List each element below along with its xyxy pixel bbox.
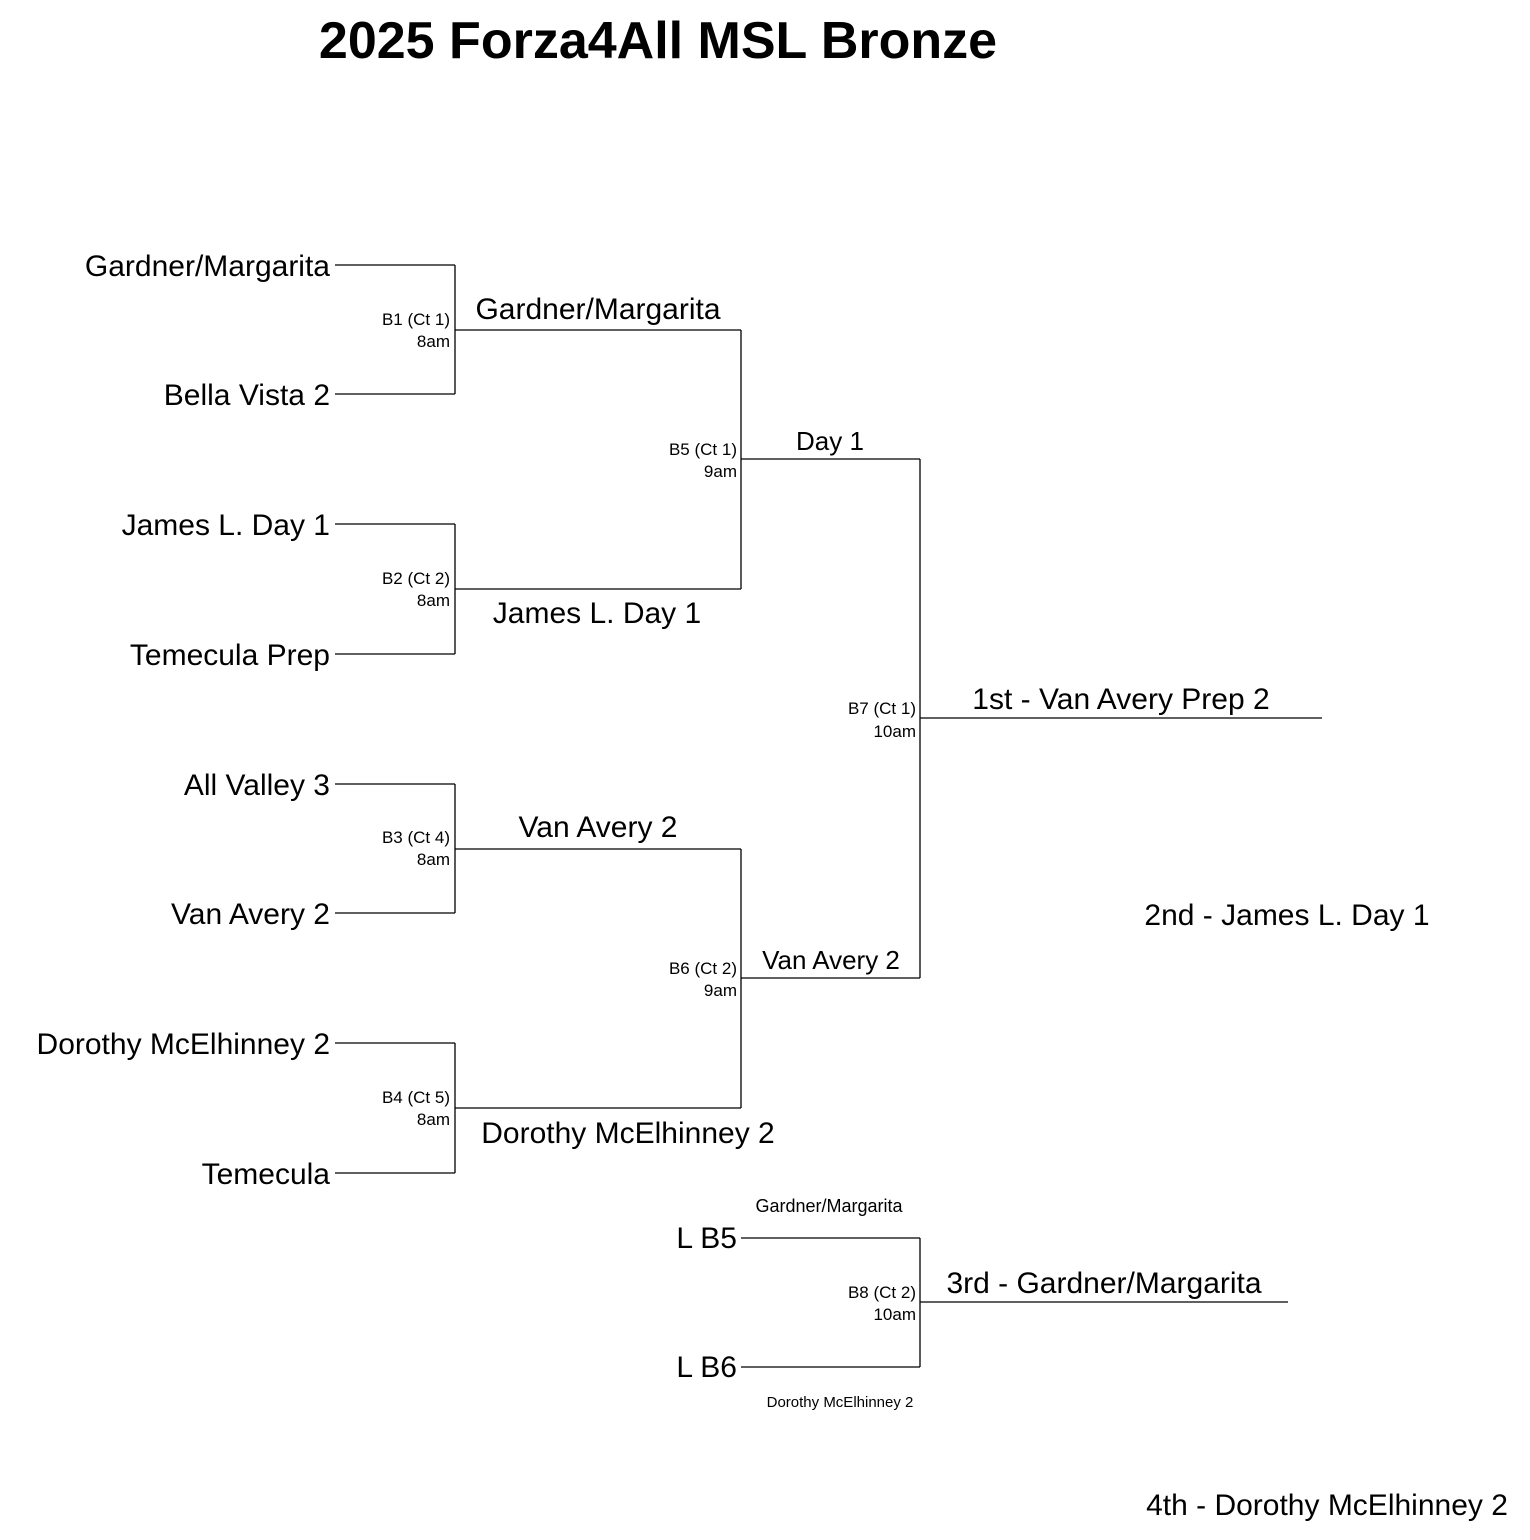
b3-game-time: 8am bbox=[417, 850, 450, 869]
b7-game-label: B7 (Ct 1) bbox=[848, 699, 916, 718]
loser-b5-label: L B5 bbox=[676, 1222, 737, 1255]
b3-team-top: All Valley 3 bbox=[184, 769, 330, 802]
b3-winner-name: Van Avery 2 bbox=[519, 811, 678, 844]
b1-team-top: Gardner/Margarita bbox=[85, 250, 330, 283]
b1-game-label: B1 (Ct 1) bbox=[382, 310, 450, 329]
b2-team-bottom: Temecula Prep bbox=[130, 639, 330, 672]
loser-b6-label: L B6 bbox=[676, 1351, 737, 1384]
b2-game-time: 8am bbox=[417, 591, 450, 610]
b4-team-top: Dorothy McElhinney 2 bbox=[37, 1028, 330, 1061]
b6-game-label: B6 (Ct 2) bbox=[669, 959, 737, 978]
b4-game-time: 8am bbox=[417, 1110, 450, 1129]
b5-game-label: B5 (Ct 1) bbox=[669, 440, 737, 459]
b6-game-time: 9am bbox=[704, 981, 737, 1000]
b1-team-bottom: Bella Vista 2 bbox=[164, 379, 330, 412]
loser-b5-team: Gardner/Margarita bbox=[755, 1196, 903, 1216]
b1-game-time: 8am bbox=[417, 332, 450, 351]
b4-team-bottom: Temecula bbox=[202, 1158, 331, 1191]
b8-game-time: 10am bbox=[873, 1305, 916, 1324]
b2-game-label: B2 (Ct 2) bbox=[382, 569, 450, 588]
b6-winner-name: Van Avery 2 bbox=[762, 945, 900, 975]
b2-team-top: James L. Day 1 bbox=[122, 509, 330, 542]
b7-game-time: 10am bbox=[873, 722, 916, 741]
fourth-place: 4th - Dorothy McElhinney 2 bbox=[1146, 1489, 1508, 1522]
third-place: 3rd - Gardner/Margarita bbox=[946, 1267, 1261, 1300]
b3-game-label: B3 (Ct 4) bbox=[382, 828, 450, 847]
b8-game-label: B8 (Ct 2) bbox=[848, 1283, 916, 1302]
b4-winner-name: Dorothy McElhinney 2 bbox=[481, 1117, 774, 1150]
second-place: 2nd - James L. Day 1 bbox=[1144, 899, 1429, 932]
loser-b6-team: Dorothy McElhinney 2 bbox=[767, 1394, 914, 1411]
b4-game-label: B4 (Ct 5) bbox=[382, 1088, 450, 1107]
bracket-title: 2025 Forza4All MSL Bronze bbox=[319, 12, 997, 70]
b3-team-bottom: Van Avery 2 bbox=[171, 898, 330, 931]
b5-winner-name: Day 1 bbox=[796, 426, 864, 456]
b5-game-time: 9am bbox=[704, 462, 737, 481]
b2-winner-name: James L. Day 1 bbox=[493, 597, 701, 630]
first-place: 1st - Van Avery Prep 2 bbox=[972, 683, 1269, 716]
b1-winner-name: Gardner/Margarita bbox=[475, 293, 720, 326]
